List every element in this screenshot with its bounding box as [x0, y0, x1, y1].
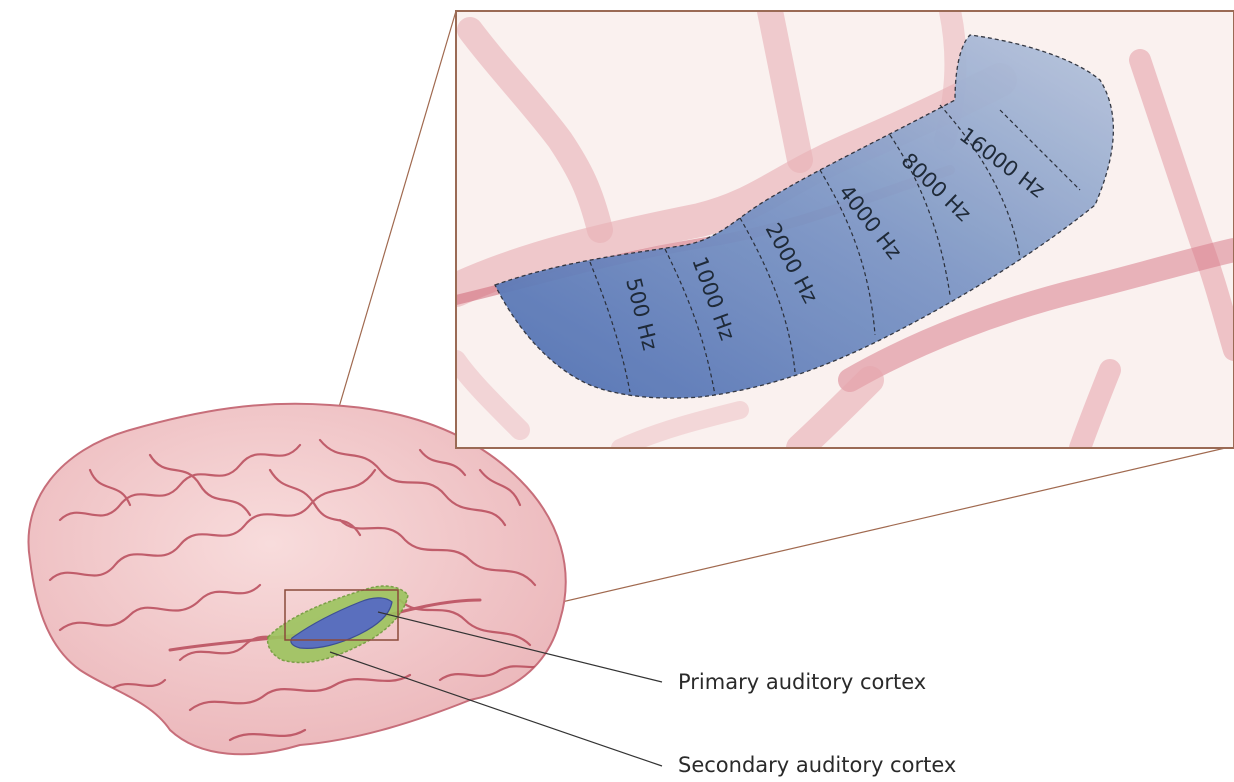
brain-outline: [28, 404, 565, 755]
secondary-auditory-cortex-label: Secondary auditory cortex: [678, 753, 956, 777]
primary-auditory-cortex-label: Primary auditory cortex: [678, 670, 926, 694]
zoom-inset: 500 Hz 1000 Hz 2000 Hz 4000 Hz 8000 Hz 1…: [456, 11, 1234, 448]
brain-illustration: [28, 404, 565, 755]
